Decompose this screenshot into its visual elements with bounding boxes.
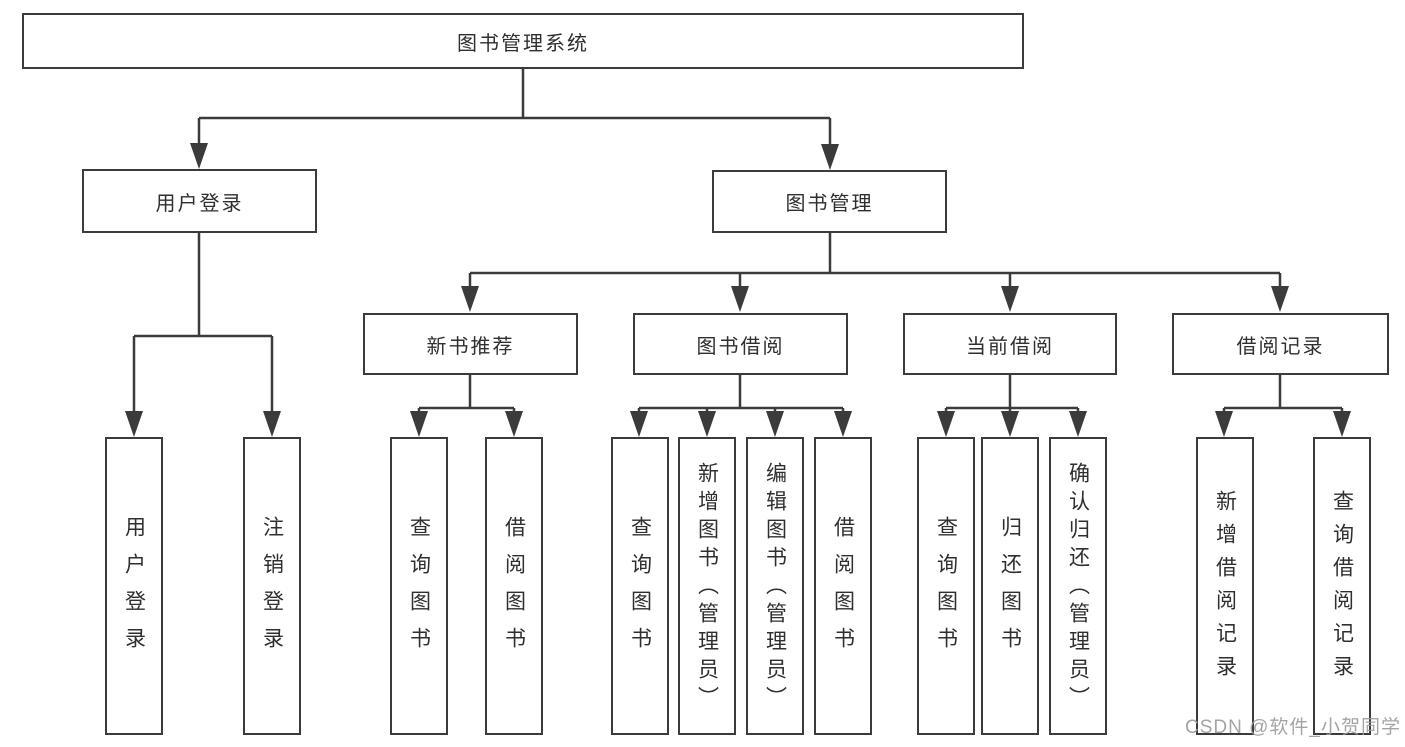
node-label: 图书借阅 — [696, 335, 785, 358]
node-borrow-records: 借阅记录 — [1172, 313, 1389, 375]
node-label: 注销登录 — [260, 516, 284, 664]
node-label: 归还图书 — [998, 516, 1022, 664]
leaf-rec-query-books: 查询图书 — [390, 437, 448, 735]
node-current-borrow: 当前借阅 — [903, 313, 1117, 375]
node-label: 用户登录 — [122, 516, 146, 664]
node-label: 借阅图书 — [831, 516, 855, 664]
node-label: 新增图书（管理员） — [695, 462, 719, 714]
leaf-rec-borrow-books: 借阅图书 — [485, 437, 543, 735]
node-label: 编辑图书（管理员） — [763, 462, 787, 714]
node-label: 用户登录 — [155, 192, 244, 215]
leaf-borrow-borrow-books: 借阅图书 — [814, 437, 872, 735]
node-label: 确认归还（管理员） — [1066, 462, 1090, 714]
leaf-record-add: 新增借阅记录 — [1196, 437, 1254, 735]
node-label: 新增借阅记录 — [1213, 490, 1237, 688]
node-label: 新书推荐 — [426, 335, 515, 358]
leaf-current-query-books: 查询图书 — [917, 437, 975, 735]
leaf-borrow-add-books: 新增图书（管理员） — [678, 437, 736, 735]
node-label: 查询图书 — [934, 516, 958, 664]
leaf-borrow-edit-books: 编辑图书（管理员） — [746, 437, 804, 735]
leaf-borrow-query-books: 查询图书 — [611, 437, 669, 735]
node-label: 借阅图书 — [502, 516, 526, 664]
node-root: 图书管理系统 — [22, 13, 1024, 69]
node-label: 图书管理 — [785, 193, 874, 215]
node-label: 借阅记录 — [1236, 335, 1325, 358]
leaf-current-return-books: 归还图书 — [981, 437, 1039, 735]
node-label: 查询图书 — [407, 516, 431, 664]
arrowheads — [125, 143, 1351, 437]
node-label: 当前借阅 — [966, 335, 1054, 358]
leaf-logout: 注销登录 — [243, 437, 301, 735]
node-new-book-recommend: 新书推荐 — [363, 313, 578, 375]
node-label: 查询图书 — [628, 516, 652, 664]
node-book-borrow: 图书借阅 — [633, 313, 848, 375]
node-book-management: 图书管理 — [712, 170, 947, 233]
leaf-user-login: 用户登录 — [105, 437, 163, 735]
leaf-record-query: 查询借阅记录 — [1313, 437, 1371, 735]
leaf-current-confirm-return: 确认归还（管理员） — [1049, 437, 1107, 735]
watermark: CSDN @软件_小贺同学 — [1185, 717, 1401, 738]
node-label: 查询借阅记录 — [1330, 490, 1354, 688]
node-user-login: 用户登录 — [82, 169, 317, 233]
node-label: 图书管理系统 — [457, 32, 589, 55]
